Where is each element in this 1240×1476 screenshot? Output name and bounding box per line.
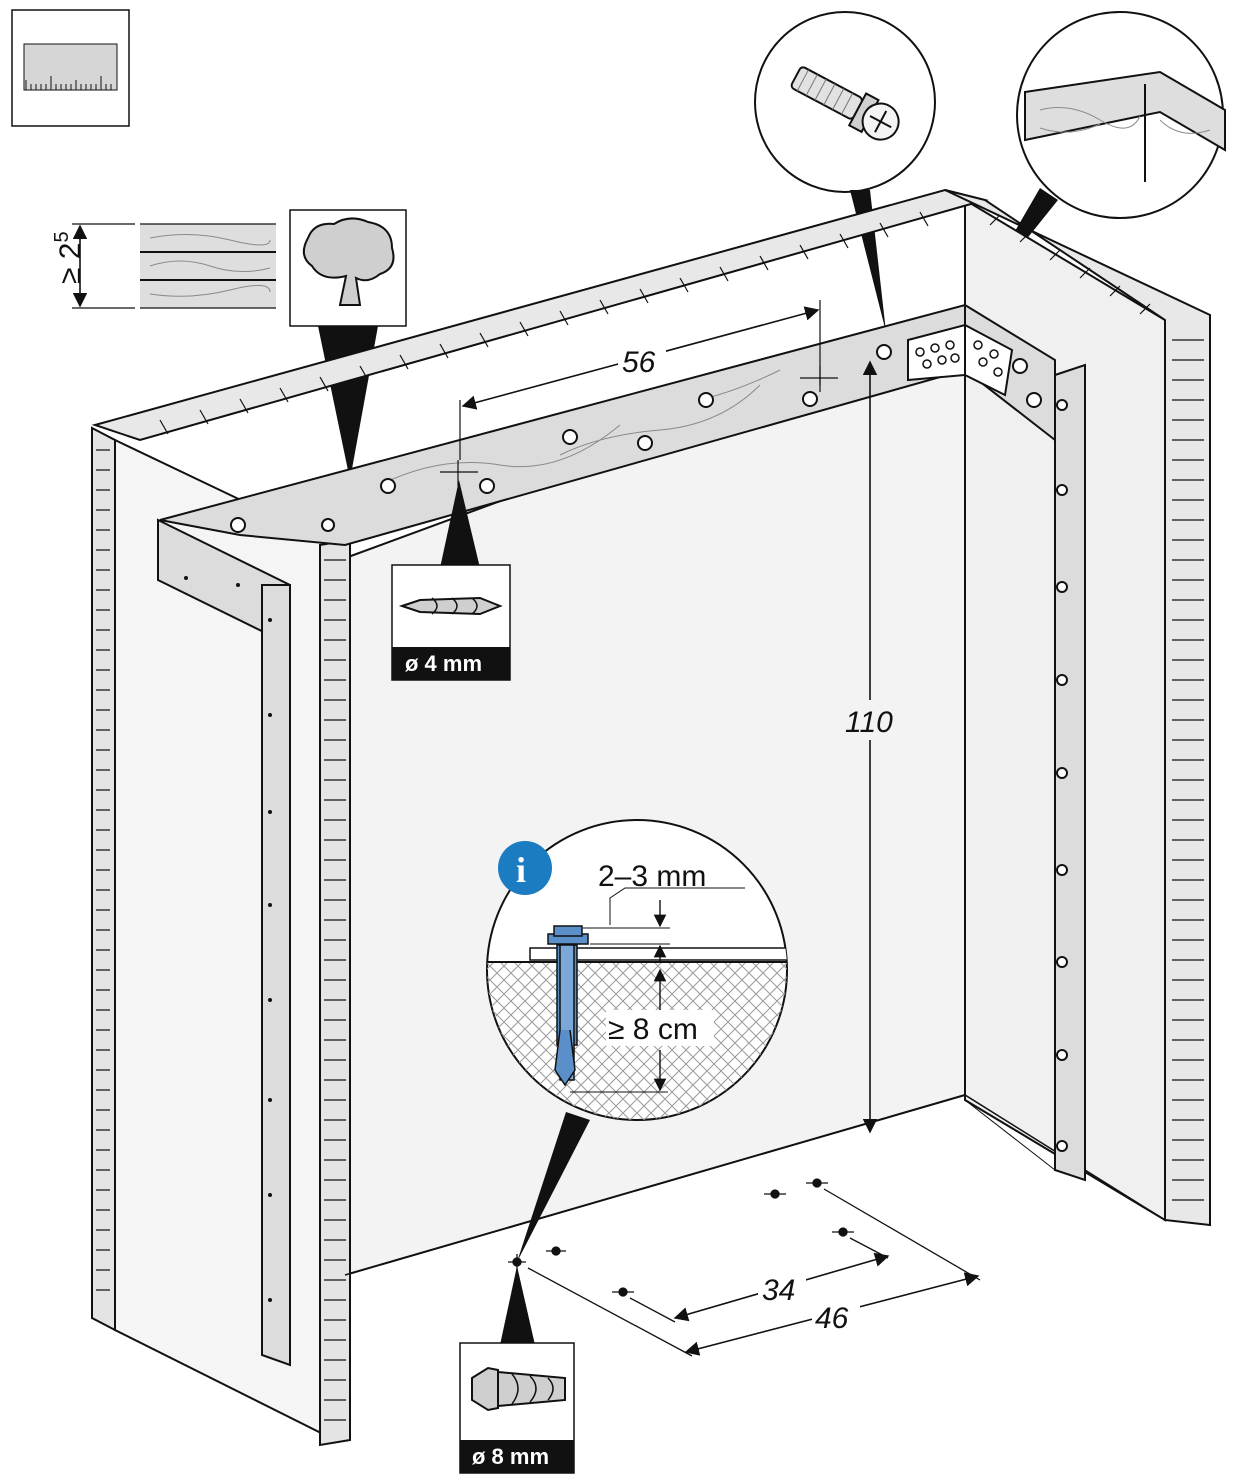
anchor-gap-label: 2–3 mm (598, 860, 706, 893)
drill-small-badge: ø 4 mm (391, 480, 511, 681)
wood-thickness-detail: ≥ 25 (51, 223, 276, 309)
wall-plug-icon (754, 11, 936, 332)
dimension-46: 46 (684, 1272, 980, 1356)
drill-large-label: ø 8 mm (472, 1444, 549, 1469)
dimension-110: 110 (842, 360, 904, 1134)
dimension-110-label: 110 (845, 706, 893, 739)
wood-drill-bit-icon (398, 596, 503, 616)
left-batten-holes (184, 576, 272, 1302)
drill-small-label: ø 4 mm (405, 651, 482, 676)
floor-marks (508, 1178, 981, 1357)
dimension-34-label: 34 (762, 1274, 795, 1307)
dimension-56-label: 56 (622, 346, 656, 379)
wood-thickness-label: ≥ 25 (51, 231, 87, 284)
dimension-56: 56 (459, 300, 821, 460)
ruler-icon (11, 9, 130, 127)
dimension-46-label: 46 (815, 1302, 849, 1335)
anchor-depth-label: ≥ 8 cm (608, 1013, 698, 1046)
masonry-drill-bit-icon (471, 1366, 566, 1412)
svg-text:i: i (516, 850, 526, 890)
info-icon: i (498, 841, 552, 895)
anchor-detail: 2–3 mm ≥ 8 cm i (486, 819, 788, 1262)
drill-large-badge: ø 8 mm (459, 1266, 575, 1474)
corner-bracket (907, 323, 1014, 397)
